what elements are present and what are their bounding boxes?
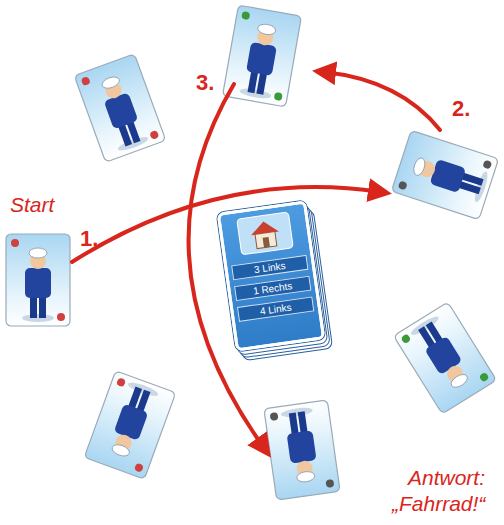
move-arrows xyxy=(72,72,440,448)
step-number: 2. xyxy=(452,96,470,122)
body xyxy=(246,42,277,76)
shadow xyxy=(239,87,272,100)
card-icon xyxy=(274,92,283,101)
card-face xyxy=(74,54,166,162)
card-icon xyxy=(479,372,490,383)
shadow xyxy=(280,406,313,418)
step-number: 1. xyxy=(80,226,98,252)
card-icon xyxy=(325,479,334,488)
card-icon xyxy=(241,11,250,20)
cap xyxy=(111,443,131,459)
card-face xyxy=(222,5,301,107)
card-icon xyxy=(134,463,144,473)
cap xyxy=(296,471,315,483)
body xyxy=(25,268,51,298)
player-cards xyxy=(6,5,499,500)
card-icon xyxy=(149,130,159,140)
house-icon xyxy=(233,209,298,257)
card-face xyxy=(264,400,340,500)
player-card xyxy=(6,234,70,326)
answer-label: Antwort: xyxy=(408,466,485,490)
player-card xyxy=(393,302,496,414)
card-face xyxy=(84,371,176,479)
card-face xyxy=(6,234,70,326)
card-icon xyxy=(116,377,126,387)
cap xyxy=(29,248,47,258)
card-icon xyxy=(482,160,492,170)
card-icon xyxy=(398,180,408,190)
body xyxy=(287,430,317,463)
card-face xyxy=(393,302,496,414)
step-number: 3. xyxy=(196,70,214,96)
card-icon xyxy=(400,333,411,344)
arrow-2 xyxy=(324,72,440,130)
body xyxy=(430,159,467,193)
player-card xyxy=(391,130,498,219)
body xyxy=(104,92,139,129)
task-card: 3 Links1 Rechts4 Links xyxy=(217,200,326,351)
player-card xyxy=(74,54,166,162)
answer-label: „Fahrrad!“ xyxy=(392,492,485,516)
start-label: Start xyxy=(10,193,54,217)
player-card xyxy=(222,5,301,107)
card-icon xyxy=(270,412,279,421)
cap xyxy=(257,23,276,36)
body xyxy=(114,404,149,441)
cap xyxy=(412,157,427,177)
player-card xyxy=(84,371,176,479)
card-face xyxy=(391,130,498,219)
cap xyxy=(101,75,121,91)
card-icon xyxy=(11,239,19,247)
instruction-row: 4 Links xyxy=(237,296,314,321)
card-icon xyxy=(57,313,65,321)
cap xyxy=(449,372,470,390)
card-icon xyxy=(81,76,91,86)
shadow xyxy=(22,314,54,322)
player-card xyxy=(264,400,340,500)
